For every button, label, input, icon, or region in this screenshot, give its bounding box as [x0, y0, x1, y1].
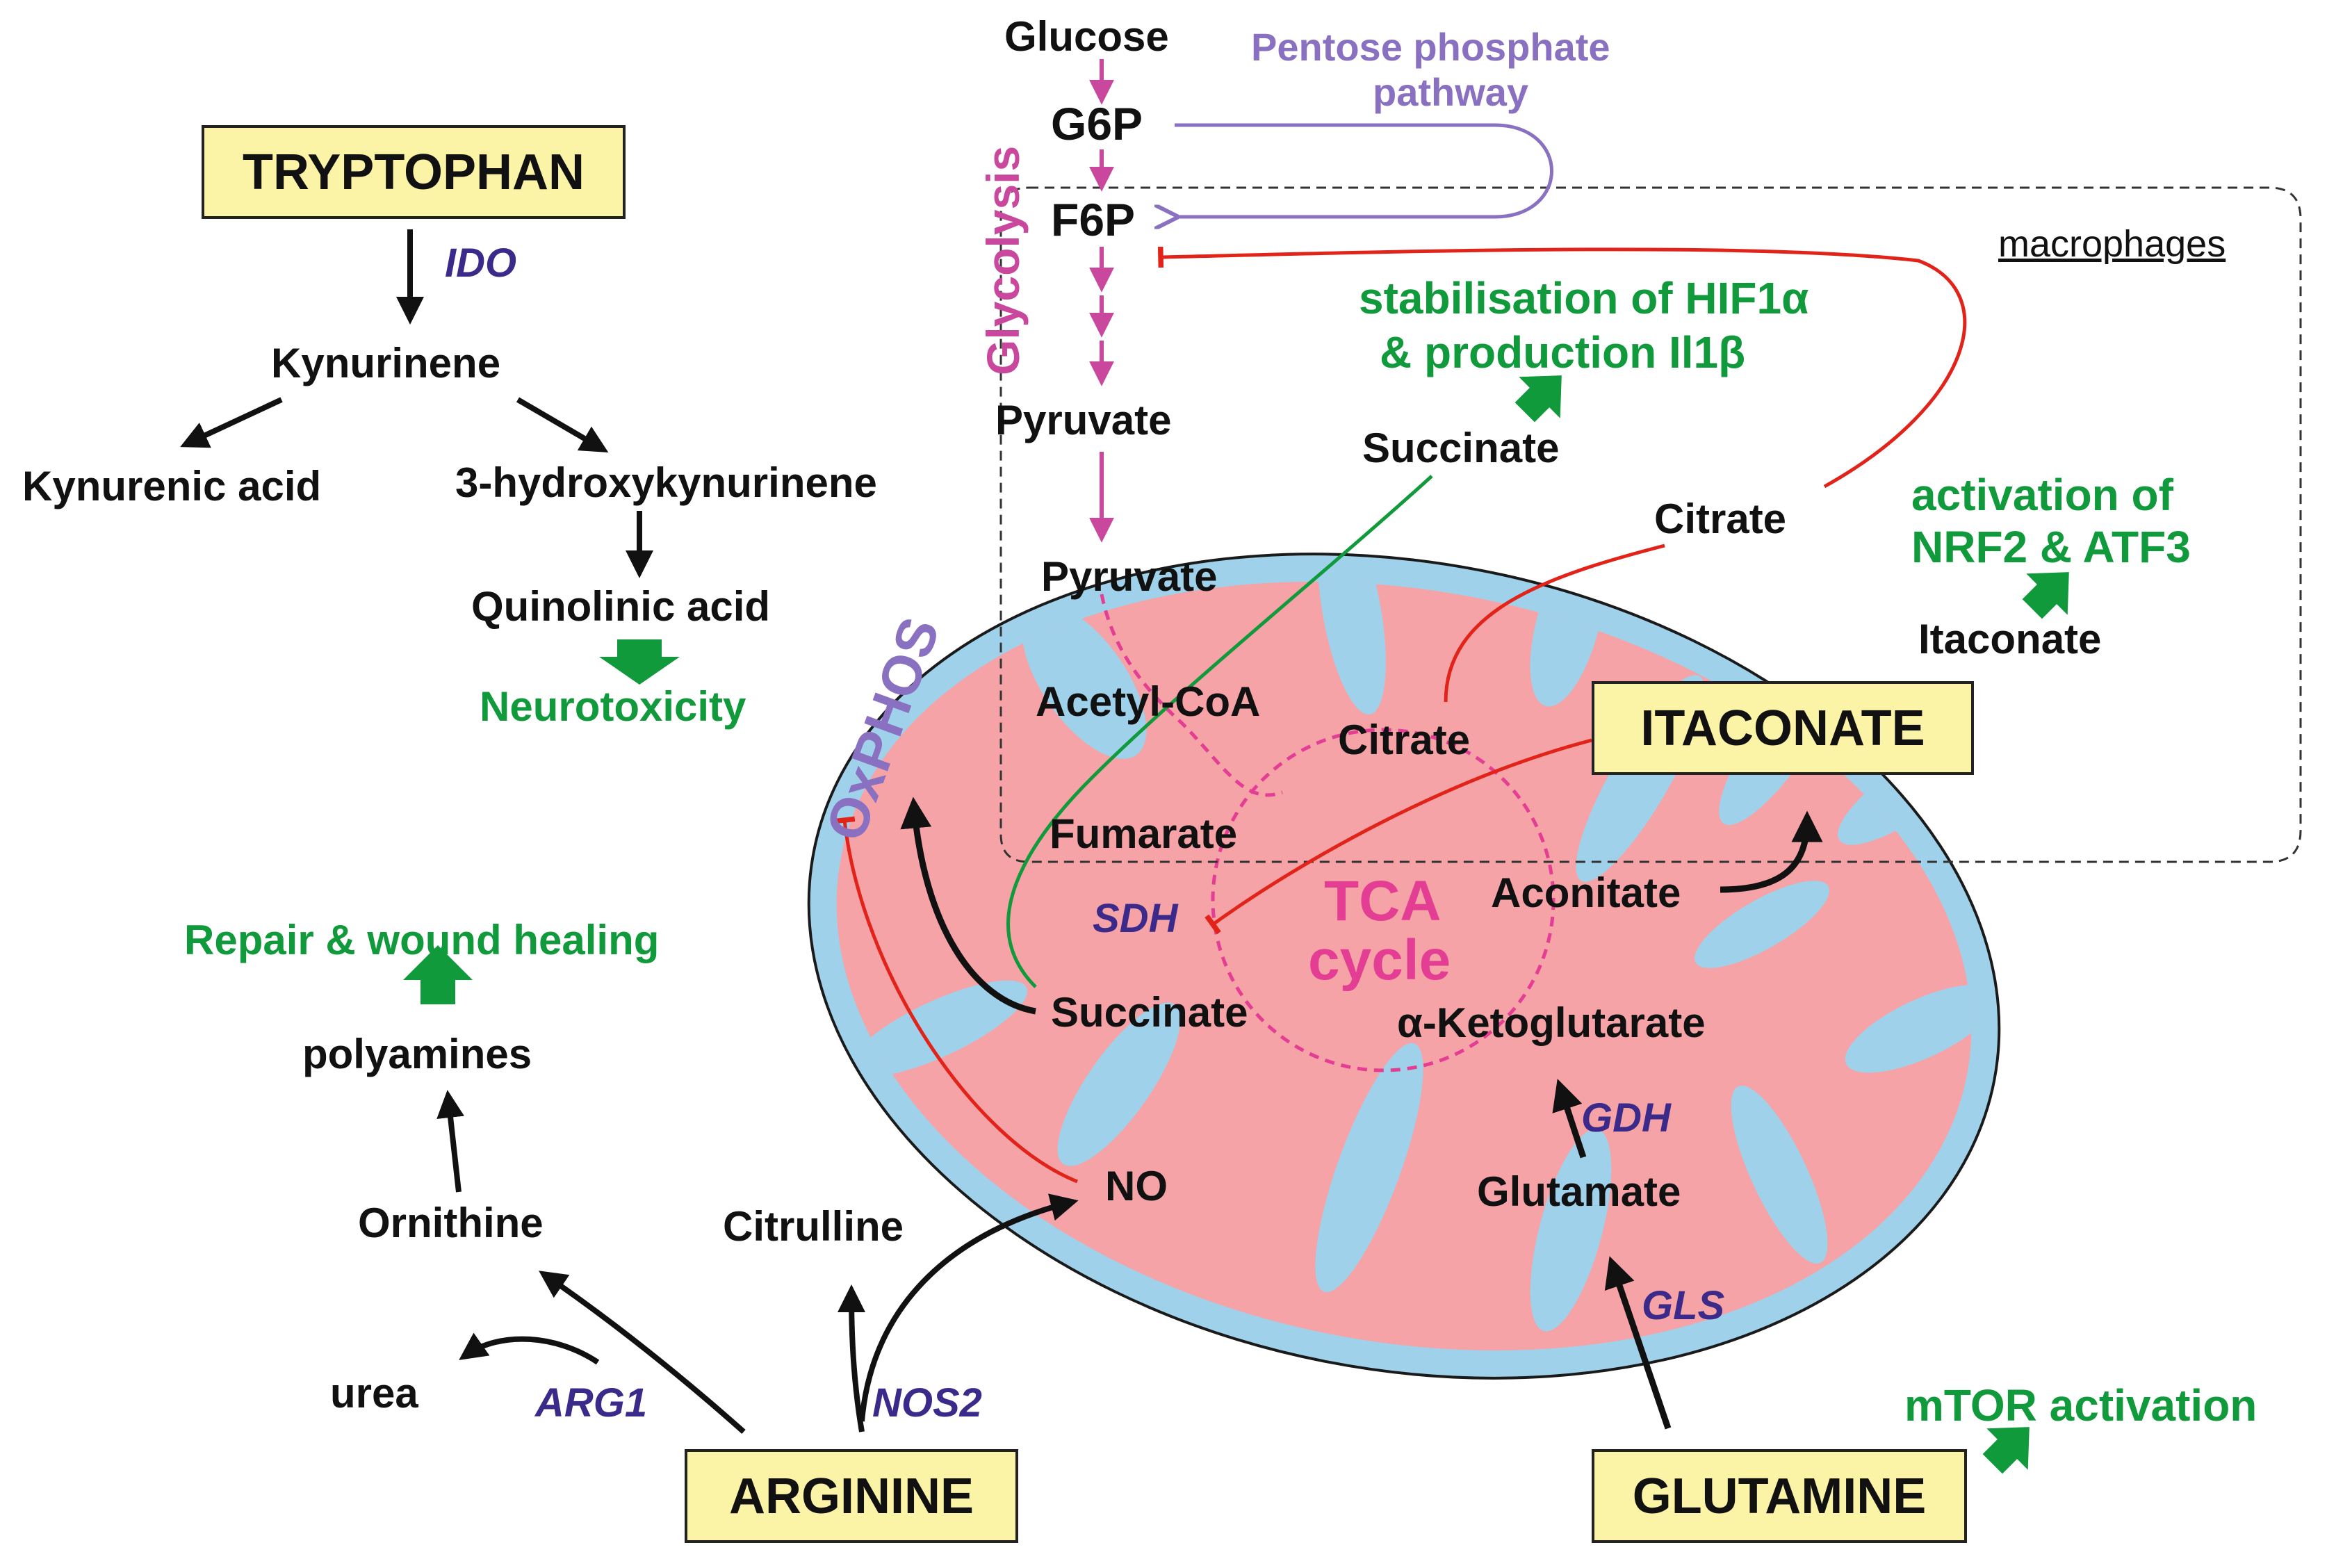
tca-cycle-circle [1211, 728, 1556, 1072]
sdh-enzyme-label: SDH [1093, 896, 1178, 941]
urea-label: urea [330, 1370, 418, 1416]
ornithine-label: Ornithine [358, 1200, 544, 1246]
quinolinic-acid-label: Quinolinic acid [471, 583, 771, 630]
citrate-cytosol-label: Citrate [1654, 496, 1787, 542]
citrulline-label: Citrulline [723, 1203, 904, 1250]
nrf2-label-line2: NRF2 & ATF3 [1911, 522, 2191, 572]
arginine-arrows [436, 1090, 1079, 1434]
pyruvate-to-tca-dashed [1100, 594, 1283, 797]
glycolysis-label: Glycolysis [977, 145, 1029, 375]
succinate-cytosol-label: Succinate [1362, 425, 1560, 471]
hif-arrow [1514, 375, 1562, 423]
repair-arrow [403, 945, 473, 1004]
ido-enzyme-label: IDO [445, 240, 517, 286]
polyamines-label: polyamines [302, 1031, 532, 1077]
aconitate-label: Aconitate [1491, 869, 1681, 916]
tryptophan-arrows [180, 229, 653, 578]
acetyl-coa-label: Acetyl-CoA [1036, 678, 1261, 725]
hif-label-line2: & production Il1β [1380, 327, 1746, 377]
itaconate-cytosol-label: Itaconate [1918, 616, 2102, 662]
repair-wound-healing-label: Repair & wound healing [184, 917, 660, 963]
tca-label-line1: TCA [1324, 869, 1442, 933]
pentose-phosphate-line1: Pentose phosphate [1251, 25, 1610, 69]
fumarate-label: Fumarate [1050, 810, 1238, 857]
inhibition-lines [833, 246, 1967, 1184]
citrate-mito-label: Citrate [1338, 717, 1471, 763]
itaconate-box: ITACONATE [1592, 681, 1974, 775]
gdh-enzyme-label: GDH [1581, 1095, 1671, 1141]
hydroxykynurinene-label: 3-hydroxykynurinene [455, 459, 877, 506]
glutamate-label: Glutamate [1477, 1168, 1681, 1215]
nrf2-label-line1: activation of [1911, 470, 2173, 520]
ketoglutarate-label: α-Ketoglutarate [1397, 999, 1706, 1046]
glutamine-box: GLUTAMINE [1592, 1449, 1967, 1543]
gls-enzyme-label: GLS [1642, 1283, 1725, 1328]
macrophages-region [999, 186, 2302, 863]
kynurenic-acid-label: Kynurenic acid [22, 463, 322, 509]
pyruvate-mito-label: Pyruvate [1041, 553, 1218, 600]
nos2-enzyme-label: NOS2 [872, 1380, 982, 1426]
pentose-phosphate-line2: pathway [1373, 70, 1529, 114]
succinate-mito-label: Succinate [1051, 989, 1248, 1036]
mitochondrial-arrows [900, 797, 1823, 1430]
neurotoxicity-label: Neurotoxicity [480, 683, 746, 730]
glucose-label: Glucose [1004, 13, 1169, 60]
kynurinene-label: Kynurinene [271, 340, 501, 386]
arginine-box: ARGININE [685, 1449, 1018, 1543]
pyruvate-cytosol-label: Pyruvate [995, 397, 1172, 443]
no-label: NO [1105, 1163, 1168, 1209]
nrf2-arrow [2022, 572, 2069, 619]
hif-label-line1: stabilisation of HIF1α [1359, 273, 1809, 323]
mtor-arrow [1982, 1427, 2030, 1474]
tryptophan-box: TRYPTOPHAN [202, 125, 626, 219]
arg1-enzyme-label: ARG1 [535, 1380, 648, 1426]
f6p-label: F6P [1051, 194, 1136, 245]
succinate-export-line [1006, 475, 1433, 988]
pentose-phosphate-arrow [1175, 123, 1553, 217]
mtor-activation-label: mTOR activation [1904, 1380, 2257, 1430]
neurotoxicity-arrow [599, 639, 680, 685]
tca-label-line2: cycle [1308, 929, 1451, 992]
g6p-label: G6P [1051, 98, 1143, 149]
macrophages-label: macrophages [1998, 223, 2226, 265]
